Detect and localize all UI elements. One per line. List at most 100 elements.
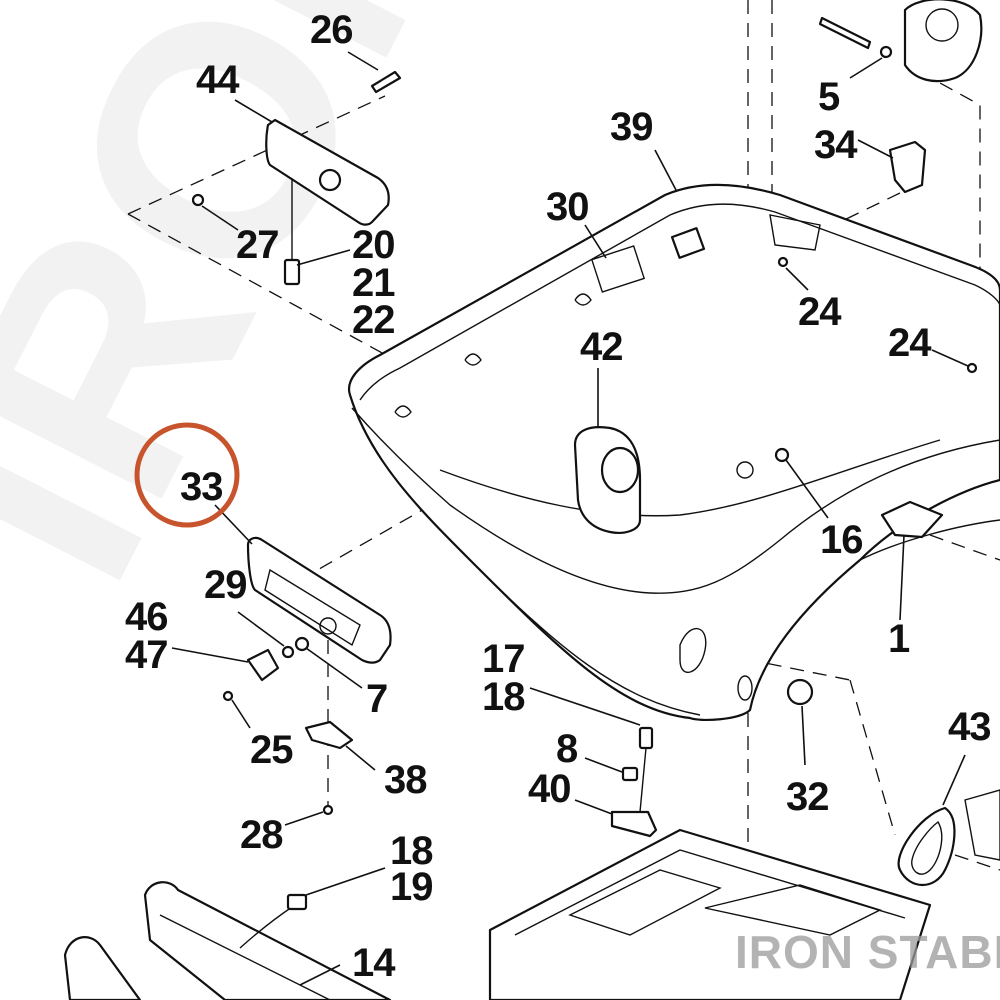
leader-18b — [305, 867, 386, 896]
leader-25 — [231, 699, 251, 729]
leader-30 — [584, 224, 607, 259]
connector-19 — [286, 893, 308, 911]
callout-25: 25 — [250, 728, 293, 772]
leader-32 — [801, 705, 806, 766]
case-slot-left-1 — [574, 293, 592, 306]
washer-29 — [281, 645, 295, 659]
leader-24b — [931, 349, 969, 367]
dash-line-44-top — [127, 95, 386, 215]
leader-17 — [529, 687, 641, 726]
callout-16: 16 — [820, 518, 863, 562]
label-plate-30 — [590, 245, 646, 293]
light-bar-lower — [63, 936, 142, 1000]
case-body — [347, 183, 1000, 722]
highlight-circle-part-33 — [134, 422, 240, 528]
bracket-1 — [880, 500, 944, 539]
callout-19: 19 — [390, 865, 433, 909]
callout-26: 26 — [310, 8, 353, 52]
case-slot-left-3 — [394, 405, 412, 418]
callout-17: 17 — [482, 637, 525, 681]
grommet-16 — [774, 447, 790, 463]
leader-lines — [171, 51, 969, 986]
latch-handle-33-recess — [264, 568, 361, 647]
callout-32: 32 — [786, 775, 829, 819]
latch-receiver-42-port — [600, 446, 640, 494]
leader-26 — [347, 51, 379, 71]
case-slot-left-2 — [464, 353, 482, 366]
callout-39: 39 — [610, 105, 653, 149]
case-hinge-area — [769, 214, 821, 251]
leader-24a — [785, 267, 809, 291]
dash-line-34 — [839, 192, 901, 223]
case-floor — [439, 439, 941, 517]
leader-14 — [299, 964, 341, 986]
base-plate-inner — [514, 849, 906, 936]
right-side-hardware — [774, 0, 1000, 886]
leader-43 — [942, 754, 966, 806]
switch-17 — [638, 726, 654, 750]
callout-5: 5 — [818, 75, 840, 119]
base-plate — [488, 828, 932, 1000]
bracket-34 — [888, 140, 927, 194]
seal-43-inner — [911, 820, 943, 875]
callout-21: 21 — [352, 261, 395, 305]
latch-handle-33-pivot — [319, 617, 337, 635]
leader-29 — [237, 611, 285, 647]
screw-24a — [777, 256, 789, 268]
part-44-lamp-assembly — [191, 70, 402, 286]
case-grommet-hole — [737, 675, 753, 701]
light-bar-14-edge — [159, 914, 331, 1000]
spacer-8 — [621, 766, 639, 782]
callout-1: 1 — [888, 617, 910, 661]
part-33-latch-group — [222, 536, 392, 816]
leader-34 — [857, 139, 894, 159]
connector-21 — [283, 258, 301, 286]
dash-line-44-frame — [127, 213, 396, 361]
screw-26 — [370, 70, 402, 94]
bracket-5-hole — [925, 8, 959, 42]
callout-33: 33 — [180, 465, 223, 509]
leader-38 — [345, 745, 376, 771]
base-plate-slot — [704, 884, 882, 936]
callout-7: 7 — [366, 677, 387, 721]
leader-40 — [574, 799, 613, 815]
leader-5 — [849, 57, 883, 79]
callout-28: 28 — [240, 813, 283, 857]
side-reflector — [964, 789, 1000, 861]
callout-34: 34 — [814, 123, 858, 167]
dash-line-1 — [929, 534, 1000, 561]
callout-30: 30 — [546, 185, 589, 229]
screw-25 — [222, 690, 234, 702]
callout-24b: 24 — [888, 321, 932, 365]
case-rim-edge — [351, 407, 1000, 594]
callout-22: 22 — [352, 298, 395, 342]
leader-20 — [296, 249, 351, 266]
case-bottom-curve — [469, 559, 701, 716]
leader-46 — [171, 647, 249, 663]
callout-27: 27 — [236, 223, 279, 267]
dash-line-43b — [954, 854, 1000, 871]
screw-24b — [966, 362, 978, 374]
case-lower-port — [679, 627, 707, 673]
dash-line-43 — [849, 679, 896, 836]
callout-44: 44 — [196, 58, 240, 102]
base-plate-cutout — [568, 869, 722, 936]
callout-47: 47 — [125, 633, 168, 677]
callout-40: 40 — [528, 767, 571, 811]
callout-24a: 24 — [798, 290, 842, 334]
callout-46: 46 — [125, 595, 168, 639]
case-drain-hole — [736, 461, 754, 479]
screw-27 — [191, 193, 205, 207]
nut-7 — [294, 636, 310, 652]
callout-38: 38 — [384, 758, 427, 802]
callout-43: 43 — [948, 705, 991, 749]
callout-20: 20 — [352, 223, 395, 267]
callout-14: 14 — [352, 941, 396, 985]
leader-16 — [785, 459, 829, 519]
callout-labels: 26 44 27 20 21 22 39 30 5 34 24 24 42 16… — [125, 8, 992, 985]
callout-29: 29 — [204, 563, 247, 607]
clip-38 — [304, 720, 354, 750]
callout-8: 8 — [556, 727, 578, 771]
leader-27 — [201, 205, 239, 231]
